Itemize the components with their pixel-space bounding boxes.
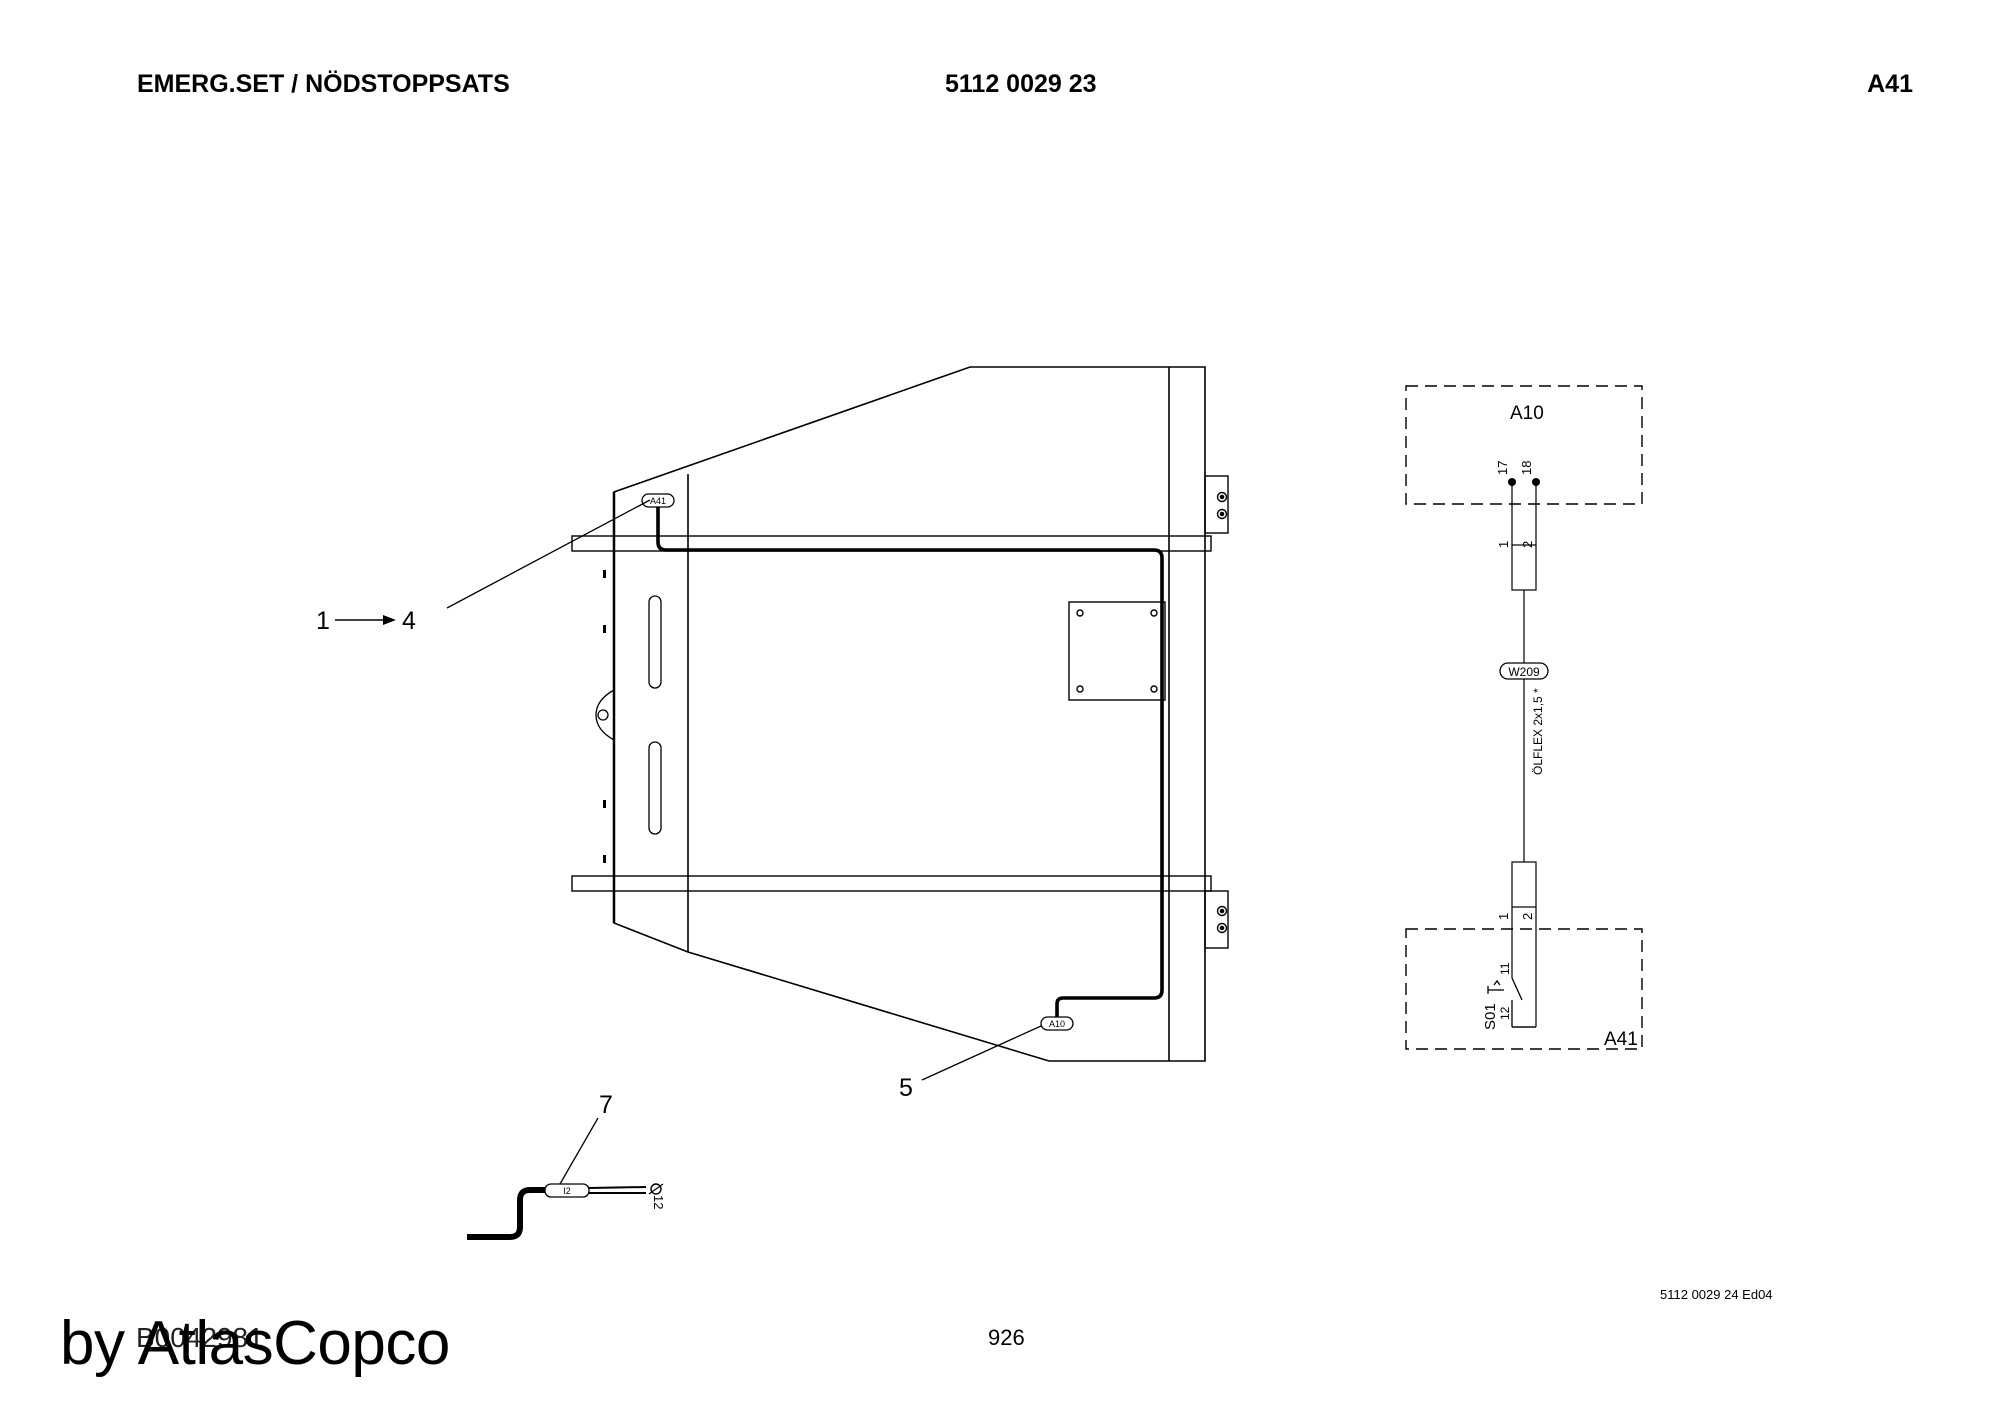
frame-outline [612, 366, 1206, 1062]
lifting-eye [595, 689, 615, 741]
emergency-stop-switch-symbol [1487, 977, 1536, 1028]
wire-number-1-top: 1 [1496, 541, 1511, 548]
tag-a10: A10 [1040, 1016, 1074, 1031]
wire-number-1-bottom: 1 [1496, 913, 1511, 920]
tag-i2-label: I2 [563, 1186, 571, 1196]
schematic-wires-top [1511, 482, 1537, 664]
terminal-label-12: 12 [651, 1195, 666, 1209]
page-number: 926 [988, 1325, 1025, 1350]
callout-5: 5 [899, 1074, 913, 1102]
tag-i2: I2 [544, 1183, 590, 1198]
terminal-18: 18 [1519, 461, 1534, 475]
mounting-bracket-top [1204, 475, 1229, 534]
side-edge-details [603, 570, 606, 863]
cable-tag-w209: W209 [1499, 662, 1549, 680]
tag-a41: A41 [641, 493, 675, 508]
leader-line-5 [921, 1025, 1042, 1081]
callout-4: 4 [402, 607, 416, 635]
switch-contact-11: 11 [1498, 962, 1512, 975]
cable-tag-label: W209 [1508, 665, 1540, 679]
cross-rail-bottom [571, 875, 1212, 892]
slot-bottom [648, 741, 662, 835]
schematic-wires-bottom [1511, 861, 1537, 1028]
wire-number-2-top: 2 [1520, 541, 1535, 548]
cable-route [656, 506, 1164, 1019]
schematic-label-a41: A41 [1604, 1029, 1638, 1050]
cable-spec: ÖLFLEX 2x1,5 * [1531, 688, 1545, 775]
mounting-bracket-bottom [1204, 890, 1229, 949]
arrowhead [383, 615, 396, 625]
callout-1: 1 [316, 607, 330, 635]
callout-7: 7 [599, 1091, 613, 1119]
page-title: EMERG.SET / NÖDSTOPPSATS [137, 70, 510, 98]
cable-piece-7-tail [588, 1186, 647, 1194]
ring-terminal [650, 1183, 662, 1195]
leader-line-1-4 [446, 499, 651, 609]
wire-number-2-bottom: 2 [1520, 913, 1535, 920]
mounting-plate [1068, 601, 1166, 701]
part-number: 5112 0029 23 [945, 70, 1097, 98]
tag-a10-label: A10 [1049, 1019, 1065, 1029]
sheet-id: A41 [1867, 70, 1913, 98]
schematic-box-a41: A41 [1405, 928, 1643, 1050]
schematic-label-a10: A10 [1510, 403, 1544, 424]
leader-line-7 [559, 1117, 599, 1185]
switch-contact-12: 12 [1498, 1006, 1512, 1020]
cable-piece-7 [467, 1187, 589, 1240]
schematic-box-a10: A10 17 18 [1405, 385, 1643, 505]
document-reference: 5112 0029 24 Ed04 [1660, 1287, 1773, 1302]
brand-watermark: by AtlasCopco [60, 1309, 450, 1378]
terminal-17: 17 [1495, 461, 1510, 475]
tag-a41-label: A41 [650, 496, 666, 506]
slot-top [648, 595, 662, 689]
image-reference: B0042981 [136, 1322, 264, 1353]
switch-tag-s01: S01 [1482, 1003, 1499, 1030]
